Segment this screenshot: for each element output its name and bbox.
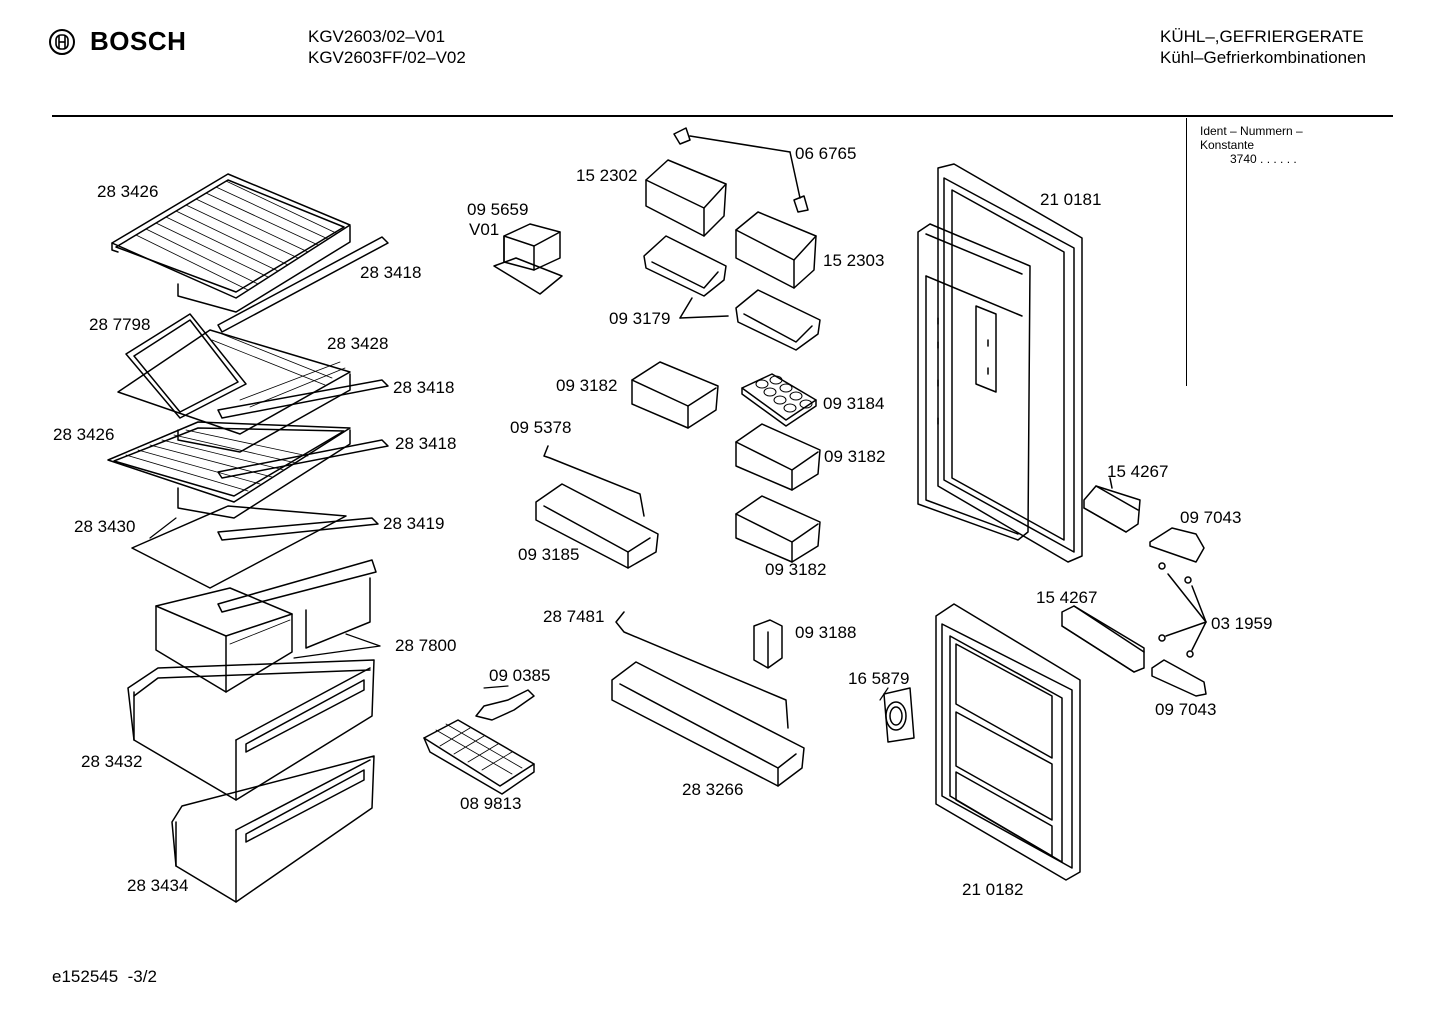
part-label-090385: 09 0385 <box>489 666 551 685</box>
ident-box: Ident – Nummern – Konstante 3740 . . . .… <box>1200 124 1303 166</box>
shelf-middle-drawing <box>118 314 350 452</box>
door-bin-1-drawing <box>632 362 718 428</box>
part-label-093184: 09 3184 <box>823 394 885 413</box>
bosch-logo-icon <box>49 28 75 55</box>
part-label-283428: 28 3428 <box>327 334 389 353</box>
freezer-drawer-upper-drawing <box>128 660 374 800</box>
ident-value: 3740 . . . . . . <box>1230 152 1297 166</box>
leader-093179-a <box>680 298 692 318</box>
ident-divider <box>1186 118 1187 386</box>
ident-line-2: Konstante <box>1200 138 1255 152</box>
part-label-283418-c: 28 3418 <box>395 434 457 453</box>
part-label-154267-b: 15 4267 <box>1036 588 1098 607</box>
part-label-093179: 09 3179 <box>609 309 671 328</box>
trim-strip-2-drawing <box>218 380 388 418</box>
part-label-097043-a: 09 7043 <box>1180 508 1242 527</box>
part-label-283432: 28 3432 <box>81 752 143 771</box>
model-number-2: KGV2603FF/02–V02 <box>308 48 466 67</box>
part-label-093182-b: 09 3182 <box>824 447 886 466</box>
header-divider <box>52 115 1393 117</box>
butter-compartment-1-drawing <box>646 160 726 236</box>
shelf-top-drawing <box>112 174 350 312</box>
trim-strip-4-drawing <box>218 518 378 540</box>
egg-tray-drawing <box>742 374 816 426</box>
trim-strip-1-drawing <box>218 237 388 332</box>
lower-door-drawing <box>936 604 1080 880</box>
part-label-089813: 08 9813 <box>460 794 522 813</box>
part-label-287481: 28 7481 <box>543 607 605 626</box>
part-label-093182-a: 09 3182 <box>556 376 618 395</box>
screw-parts-drawing <box>674 128 808 212</box>
handle-upper-drawing <box>1084 486 1140 532</box>
part-label-283426-top: 28 3426 <box>97 182 159 201</box>
part-label-031959: 03 1959 <box>1211 614 1273 633</box>
shelf-lower-drawing <box>108 422 350 518</box>
category-subtitle: Kühl–Gefrierkombinationen <box>1160 48 1367 67</box>
door-rail-2-drawing <box>616 612 788 728</box>
bottle-tray-2-drawing <box>612 662 804 786</box>
part-label-283430: 28 3430 <box>74 517 136 536</box>
part-label-283434: 28 3434 <box>127 876 189 895</box>
leader-093179-b <box>680 316 728 318</box>
brand-name: BOSCH <box>90 26 187 56</box>
page-number: -3/2 <box>127 967 157 986</box>
ident-line-1: Ident – Nummern – <box>1200 124 1303 138</box>
part-label-210182: 21 0182 <box>962 880 1024 899</box>
butter-compartment-2-drawing <box>736 212 816 288</box>
clip-part-drawing <box>754 620 782 668</box>
part-label-283419: 28 3419 <box>383 514 445 533</box>
bottle-tray-1-drawing <box>536 484 658 568</box>
part-label-287798: 28 7798 <box>89 315 151 334</box>
door-tray-small-1-drawing <box>644 236 726 296</box>
part-label-152303: 15 2303 <box>823 251 885 270</box>
part-label-210181: 21 0181 <box>1040 190 1102 209</box>
door-tray-small-2-drawing <box>736 290 820 350</box>
hinge-screws-drawing <box>1159 563 1206 657</box>
part-label-283418-b: 28 3418 <box>393 378 455 397</box>
part-label-154267-a: 15 4267 <box>1107 462 1169 481</box>
part-label-165879: 16 5879 <box>848 669 910 688</box>
door-bin-3-drawing <box>736 496 820 562</box>
part-label-093188: 09 3188 <box>795 623 857 642</box>
leader-154267-a <box>1110 478 1112 488</box>
freezer-drawer-lower-drawing <box>172 756 374 902</box>
ice-tray-drawing <box>424 720 534 794</box>
part-label-066765: 06 6765 <box>795 144 857 163</box>
door-rail-1-drawing <box>544 446 644 516</box>
handle-lower-drawing <box>1062 606 1144 672</box>
part-label-097043-b: 09 7043 <box>1155 700 1217 719</box>
model-number-1: KGV2603/02–V01 <box>308 27 446 46</box>
footer: e152545 -3/2 <box>52 967 157 987</box>
part-label-283418-a: 28 3418 <box>360 263 422 282</box>
doc-id: e152545 <box>52 967 119 986</box>
upper-door-drawing <box>918 164 1082 562</box>
ice-scoop-drawing <box>476 690 534 720</box>
part-label-093185: 09 3185 <box>518 545 580 564</box>
small-box-drawing <box>494 224 562 294</box>
glass-plate-drawing <box>132 506 346 588</box>
crisper-drawers-drawing <box>156 560 376 692</box>
part-label-152302: 15 2302 <box>576 166 638 185</box>
part-label-287800: 28 7800 <box>395 636 457 655</box>
part-label-093182-c: 09 3182 <box>765 560 827 579</box>
hinge-plate-lower-drawing <box>1152 660 1206 696</box>
door-bin-2-drawing <box>736 424 820 490</box>
brand-block: BOSCH <box>48 26 186 57</box>
part-label-v01: V01 <box>469 220 500 239</box>
leader-lines <box>150 518 888 700</box>
part-label-283266: 28 3266 <box>682 780 744 799</box>
part-label-283426-mid: 28 3426 <box>53 425 115 444</box>
trim-strip-3-drawing <box>218 440 388 478</box>
hinge-plate-upper-drawing <box>1150 528 1204 562</box>
part-label-095659: 09 5659 <box>467 200 529 219</box>
part-label-095378: 09 5378 <box>510 418 572 437</box>
category-title: KÜHL–,GEFRIERGERATE <box>1160 27 1364 46</box>
round-knob-drawing <box>884 688 914 742</box>
